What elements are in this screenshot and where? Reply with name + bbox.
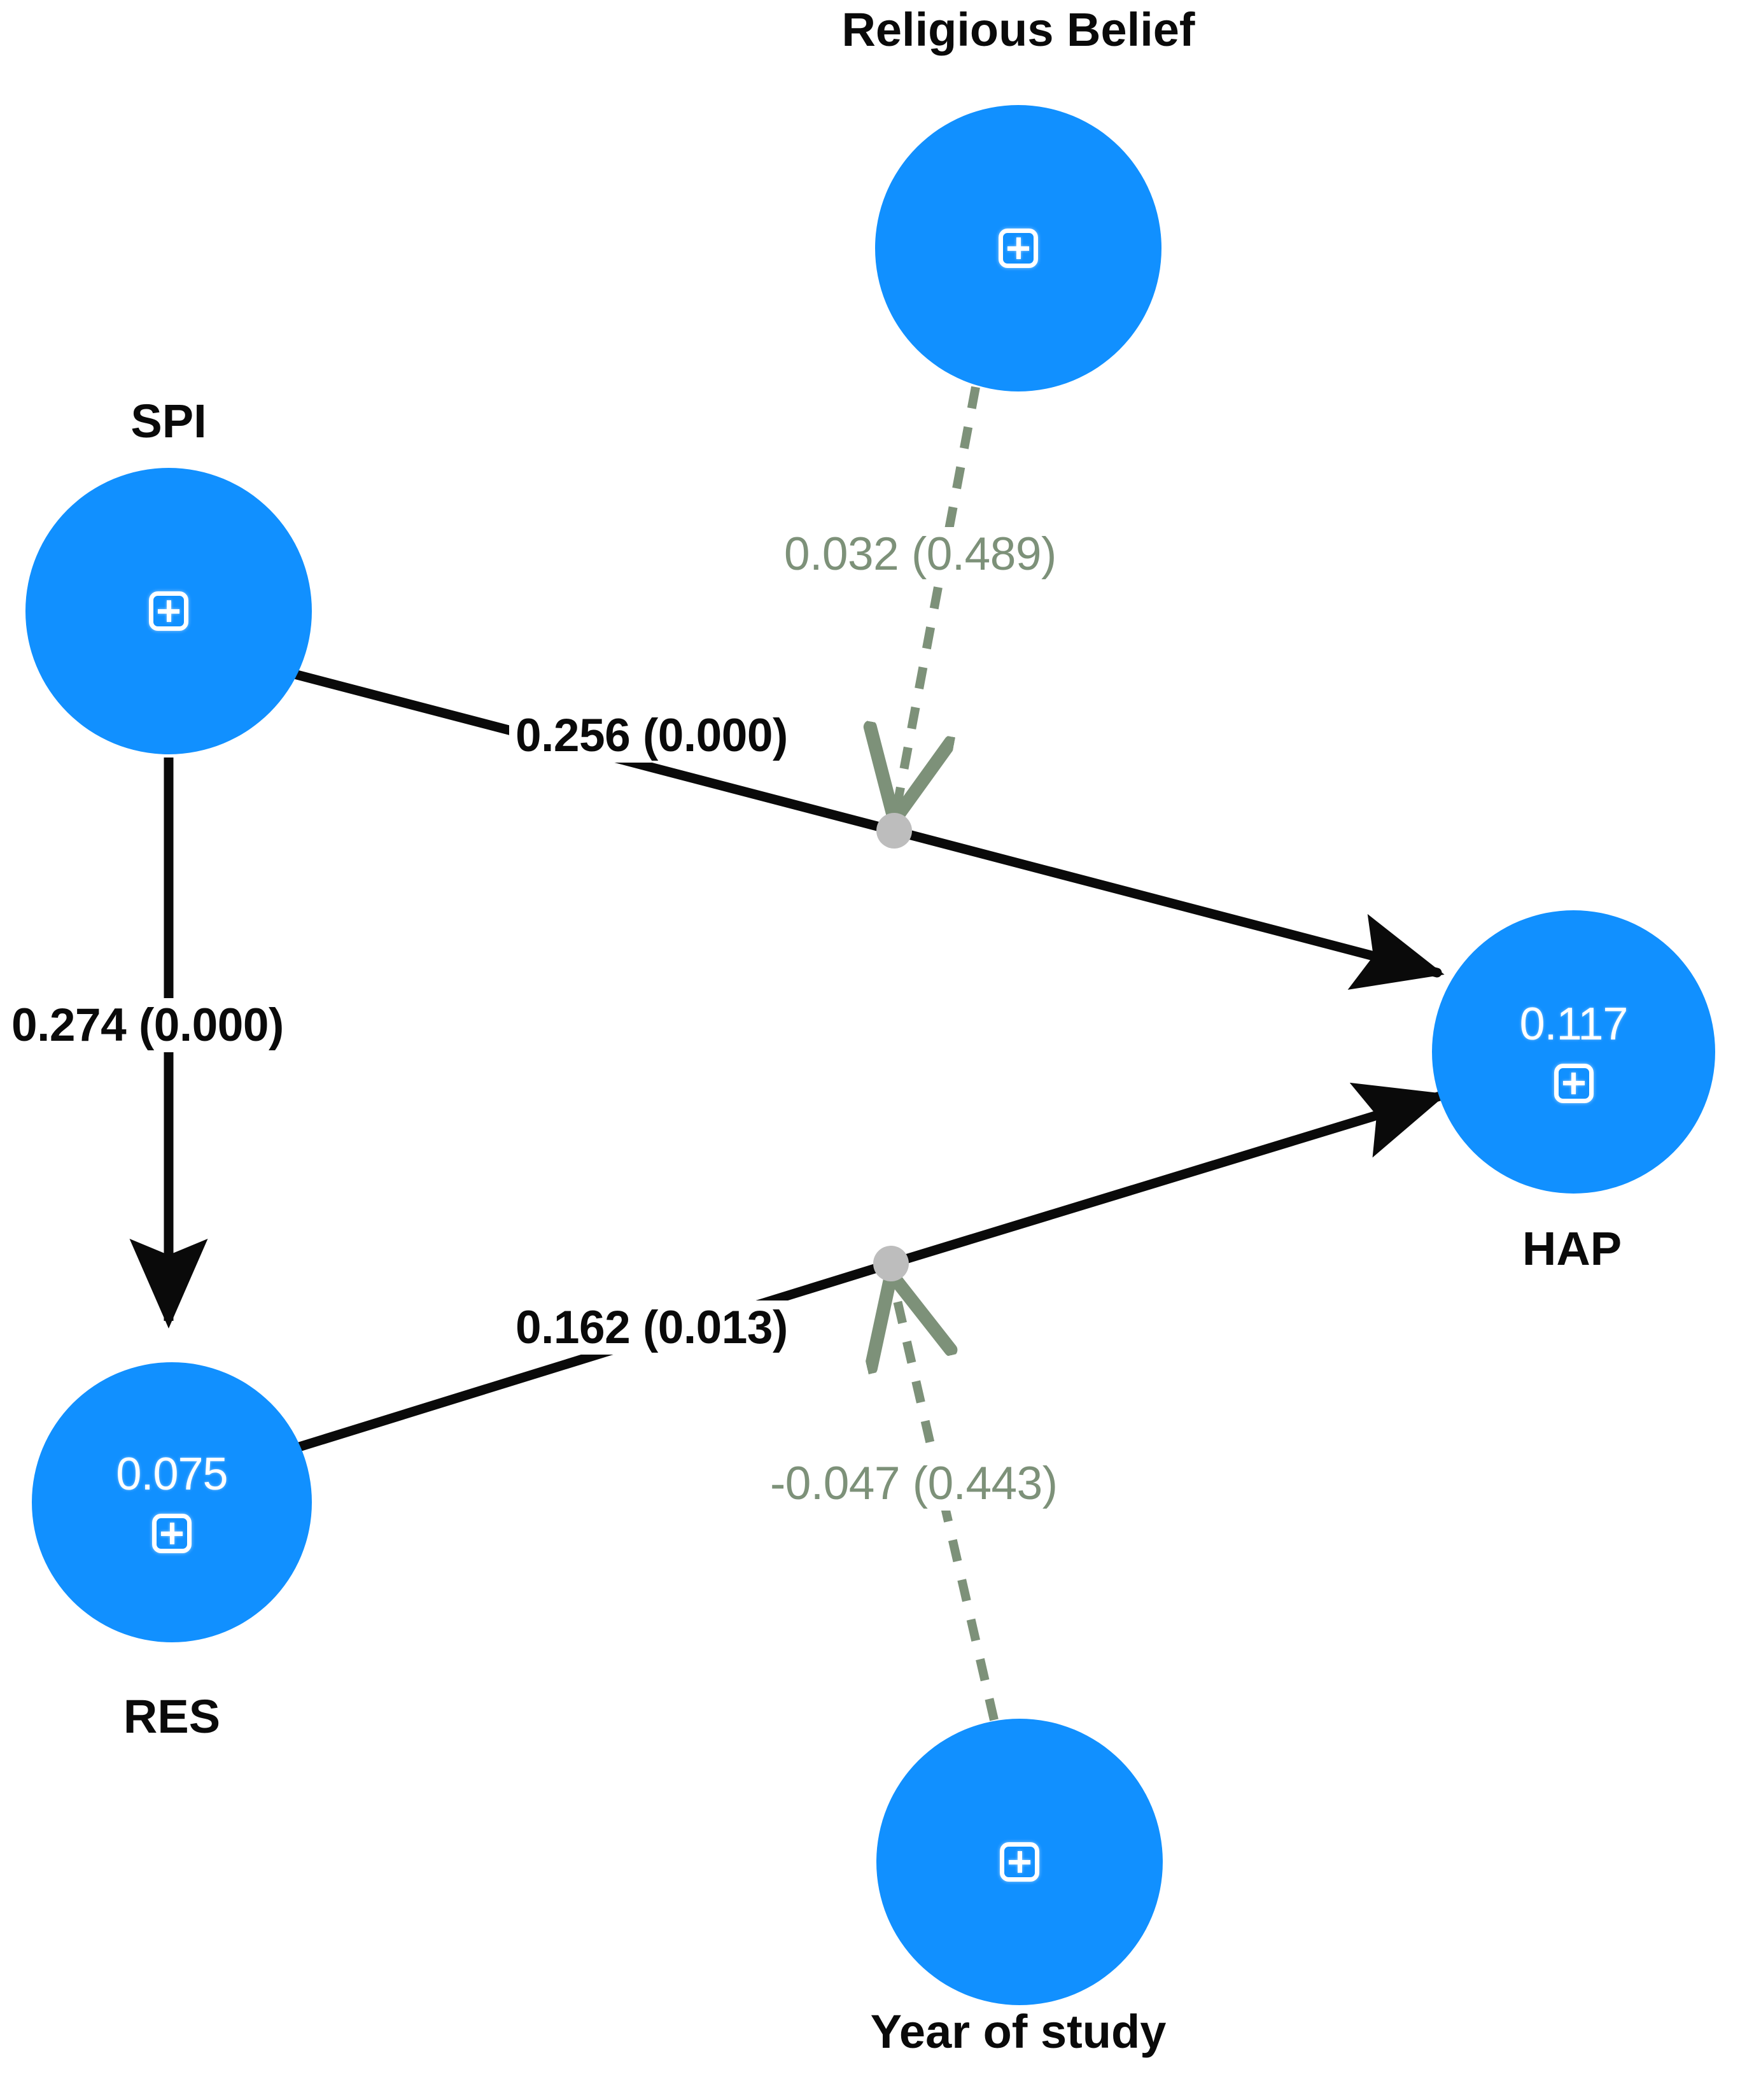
construct-plus-icon	[1000, 1842, 1039, 1882]
node-caption-hap: HAP	[1522, 1222, 1622, 1275]
edge-label-res-to-hap: 0.162 (0.013)	[509, 1300, 794, 1355]
node-spi[interactable]	[25, 468, 312, 754]
node-religious-belief[interactable]	[875, 105, 1161, 391]
edge-label-spi-to-hap: 0.256 (0.000)	[509, 708, 794, 763]
node-caption-res: RES	[123, 1690, 221, 1743]
edge-line-yearofstudy-moderation	[891, 1273, 999, 1721]
edge-line-res-to-hap	[294, 1082, 1447, 1452]
construct-plus-icon	[152, 1514, 192, 1553]
edge-line-relbelief-moderation	[894, 386, 980, 821]
moderator-junction-dot-spi-hap[interactable]	[876, 813, 912, 849]
construct-plus-icon	[149, 591, 188, 631]
edge-label-spi-to-res: 0.274 (0.000)	[5, 998, 290, 1052]
node-caption-spi: SPI	[130, 395, 207, 447]
edge-label-relbelief-moderation: 0.032 (0.489)	[778, 527, 1063, 581]
construct-plus-icon	[999, 229, 1038, 268]
edge-line-spi-to-hap	[284, 668, 1445, 990]
node-r2-value-hap: 0.117	[1519, 998, 1629, 1050]
node-caption-year-of-study: Year of study	[870, 2005, 1167, 2058]
moderator-junction-dot-res-hap[interactable]	[873, 1246, 909, 1281]
node-hap[interactable]: 0.117	[1432, 910, 1715, 1194]
edge-label-yearofstudy-moderation: -0.047 (0.443)	[764, 1456, 1064, 1511]
node-res[interactable]: 0.075	[32, 1362, 312, 1642]
node-r2-value-res: 0.075	[116, 1449, 228, 1500]
node-year-of-study[interactable]	[876, 1719, 1163, 2005]
construct-plus-icon	[1554, 1063, 1594, 1103]
node-caption-religious-belief: Religious Belief	[841, 3, 1195, 56]
